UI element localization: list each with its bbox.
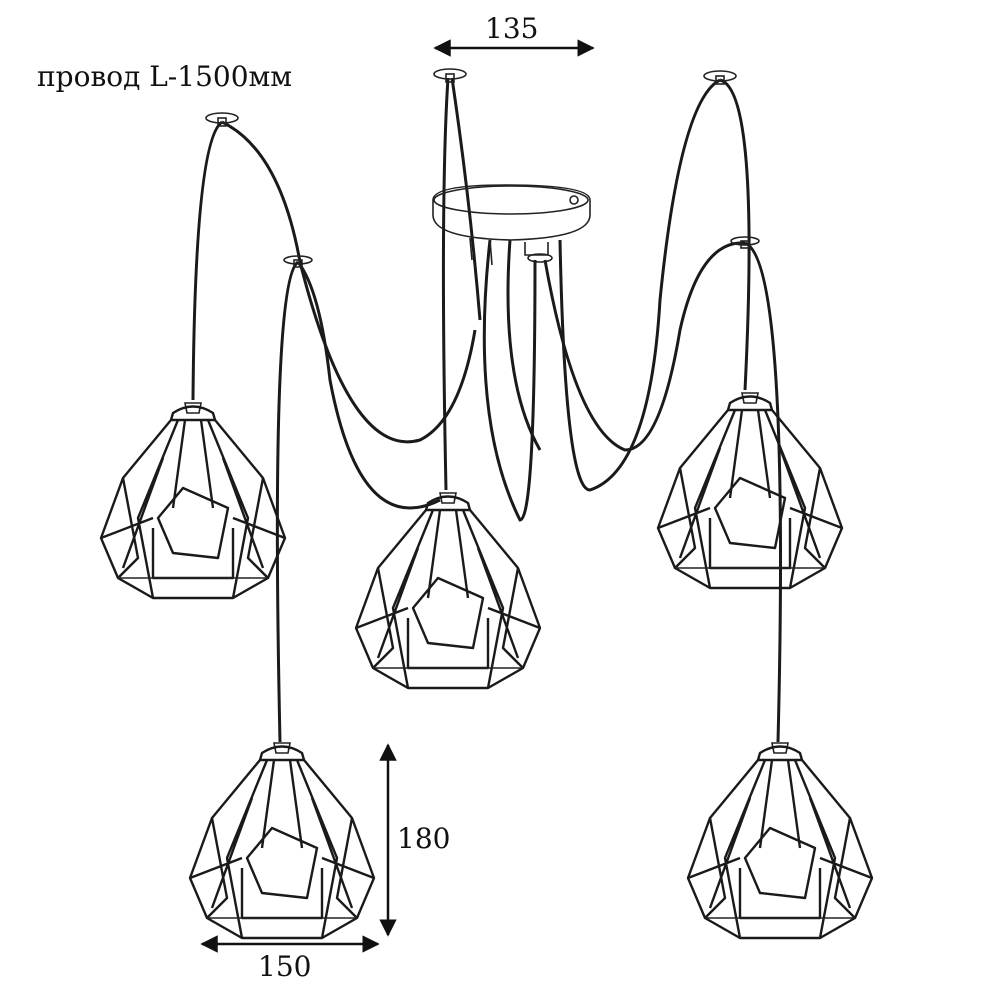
wire-canopy-drop: [482, 239, 537, 522]
mount: [730, 236, 760, 249]
canopy: [432, 184, 591, 266]
shade-width-label: 150: [258, 950, 311, 983]
mount: [433, 68, 467, 83]
ceiling-mounts: [205, 68, 760, 268]
wires: [191, 77, 783, 743]
pendant-shade: [354, 491, 542, 690]
pendant-shade: [99, 401, 287, 600]
wire-left-low: [275, 260, 300, 743]
mount: [283, 255, 313, 268]
wire-length-label: провод L-1500мм: [37, 60, 292, 93]
wire-left: [191, 120, 223, 401]
wire-center-2: [450, 77, 482, 321]
wire-left-low-swag: [296, 261, 441, 510]
pendant-shade: [188, 741, 376, 940]
wire-canopy-drop-2: [506, 239, 542, 451]
wire-right-swag: [558, 78, 721, 492]
mount: [703, 70, 737, 85]
pendant-shade: [656, 391, 844, 590]
wire-left-swag: [221, 120, 477, 444]
mount: [527, 253, 553, 263]
pendant-shade: [686, 741, 874, 940]
wire-right-low: [744, 241, 783, 743]
wire-right: [719, 78, 751, 391]
canopy-width-label: 135: [485, 12, 538, 45]
mount: [205, 112, 239, 127]
shade-height-label: 180: [397, 822, 450, 855]
wire-center: [441, 77, 450, 491]
wire-right-low-swag: [543, 241, 746, 452]
